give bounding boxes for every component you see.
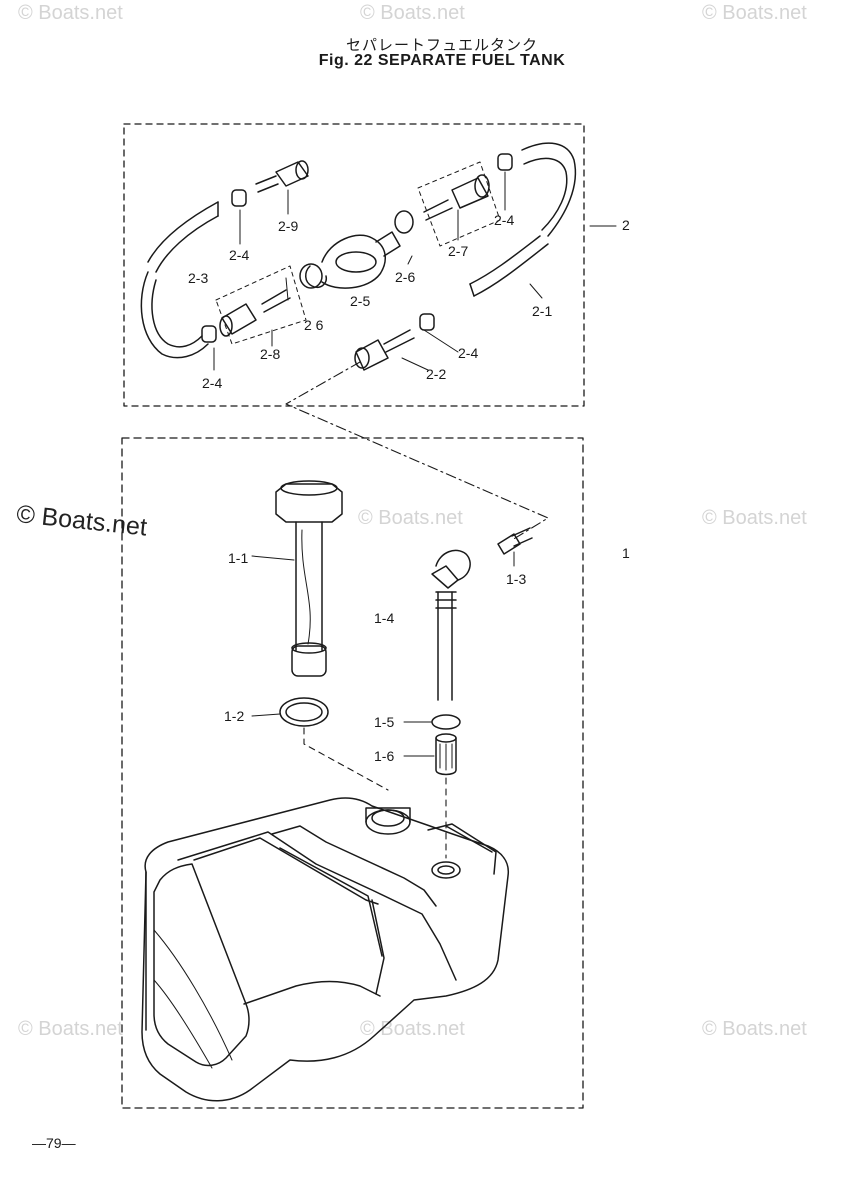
label-2-1: 2-1	[532, 303, 553, 319]
figure-title: Fig. 22 SEPARATE FUEL TANK	[318, 52, 566, 69]
clamp-2-6	[394, 210, 414, 234]
label-1-2: 1-2	[224, 708, 245, 724]
watermark: © Boats.net	[360, 1018, 465, 1040]
connector-2-9	[255, 160, 309, 193]
fuel-gauge-1-1	[275, 480, 343, 677]
label-2-4: 2-4	[494, 212, 515, 228]
filter-1-6	[435, 733, 457, 776]
label-2-5: 2-5	[350, 293, 371, 309]
watermark: © Boats.net	[358, 507, 463, 529]
fitting-1-3	[497, 527, 533, 555]
connector-2-8	[215, 265, 307, 345]
fuel-tank-assembly-boundary	[121, 437, 584, 1109]
hose-2-3	[140, 201, 219, 359]
gasket-1-2	[279, 697, 329, 727]
connector-2-7	[417, 161, 501, 247]
hose-clip-2-4	[201, 153, 513, 343]
dashed-group	[417, 161, 501, 247]
watermark: © Boats.net	[702, 1018, 807, 1040]
dashed-group	[215, 265, 307, 345]
page-number: —79—	[32, 1135, 76, 1151]
label-1-4: 1-4	[374, 610, 395, 626]
label-2: 2	[622, 217, 630, 233]
label-2-8: 2-8	[260, 346, 281, 362]
label-1-6: 1-6	[374, 748, 395, 764]
primer-bulb	[305, 231, 401, 289]
label-2-6: 2 6	[304, 317, 324, 333]
connector-2-2	[354, 329, 415, 371]
watermark: © Boats.net	[702, 2, 807, 24]
fuel-tank-body	[141, 797, 510, 1102]
label-1: 1	[622, 545, 630, 561]
label-2-7: 2-7	[448, 243, 469, 259]
label-2-3: 2-3	[188, 270, 209, 286]
label-2-9: 2-9	[278, 218, 299, 234]
label-2-4: 2-4	[229, 247, 250, 263]
label-2-6: 2-6	[395, 269, 416, 285]
watermark: © Boats.net	[18, 2, 123, 24]
label-1-5: 1-5	[374, 714, 395, 730]
connection-line	[285, 361, 549, 541]
watermark: © Boats.net	[360, 2, 465, 24]
title-japanese: セパレートフュエルタンク	[345, 37, 538, 54]
leader-lines	[213, 171, 617, 757]
label-2-4: 2-4	[458, 345, 479, 361]
label-1-1: 1-1	[228, 550, 249, 566]
fuel-line-assembly-boundary	[123, 123, 585, 407]
clamp-2-6	[299, 263, 323, 289]
watermark: © Boats.net	[702, 507, 807, 529]
label-1-3: 1-3	[506, 571, 527, 587]
o-ring-1-5	[431, 714, 461, 730]
pickup-tube-1-4	[431, 549, 471, 701]
hose-2-1	[469, 142, 577, 297]
label-2-2: 2-2	[426, 366, 447, 382]
label-2-4: 2-4	[202, 375, 223, 391]
watermark: © Boats.net	[18, 1018, 123, 1040]
